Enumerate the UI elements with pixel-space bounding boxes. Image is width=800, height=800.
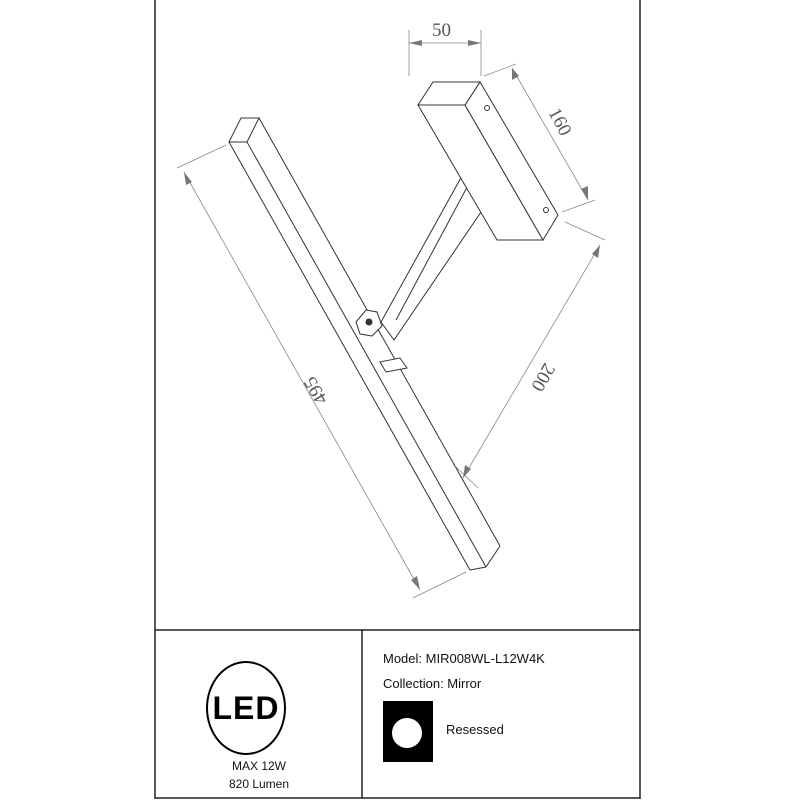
- led-logo-text: LED: [212, 689, 280, 726]
- luminous-flux: 820 Lumen: [228, 777, 290, 791]
- lamp-bar: [228, 117, 501, 571]
- led-spec-panel: LED MAX 12W 820 Lumen: [156, 631, 362, 798]
- frame-lines: [154, 0, 641, 799]
- model-label: Model: MIR008WL-L12W4K: [383, 651, 545, 666]
- recessed-install-icon: [383, 701, 433, 762]
- wall-plate: [417, 81, 559, 241]
- dimension-width-label: 50: [432, 20, 451, 41]
- dimension-arrows: [184, 40, 600, 590]
- product-info-panel: Model: MIR008WL-L12W4K Collection: Mirro…: [363, 631, 640, 798]
- dimension-depth-label: 160: [544, 104, 576, 139]
- power-rating: MAX 12W: [231, 759, 286, 773]
- dimension-projection-label: 200: [526, 360, 558, 395]
- dimension-length-label: 495: [300, 373, 332, 408]
- led-logo-icon: LED: [206, 661, 286, 755]
- installation-type-label: Resessed: [446, 722, 504, 737]
- collection-label: Collection: Mirror: [383, 676, 482, 691]
